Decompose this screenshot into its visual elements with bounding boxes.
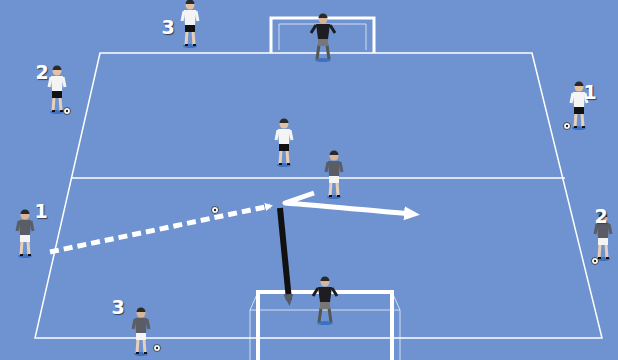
- callout-number: 3: [161, 18, 174, 37]
- callout-number: 3: [111, 298, 124, 317]
- callout-number: 2: [594, 207, 607, 226]
- callout-number: 1: [583, 83, 596, 102]
- callout-number: 2: [35, 63, 48, 82]
- callout-number: 1: [34, 202, 47, 221]
